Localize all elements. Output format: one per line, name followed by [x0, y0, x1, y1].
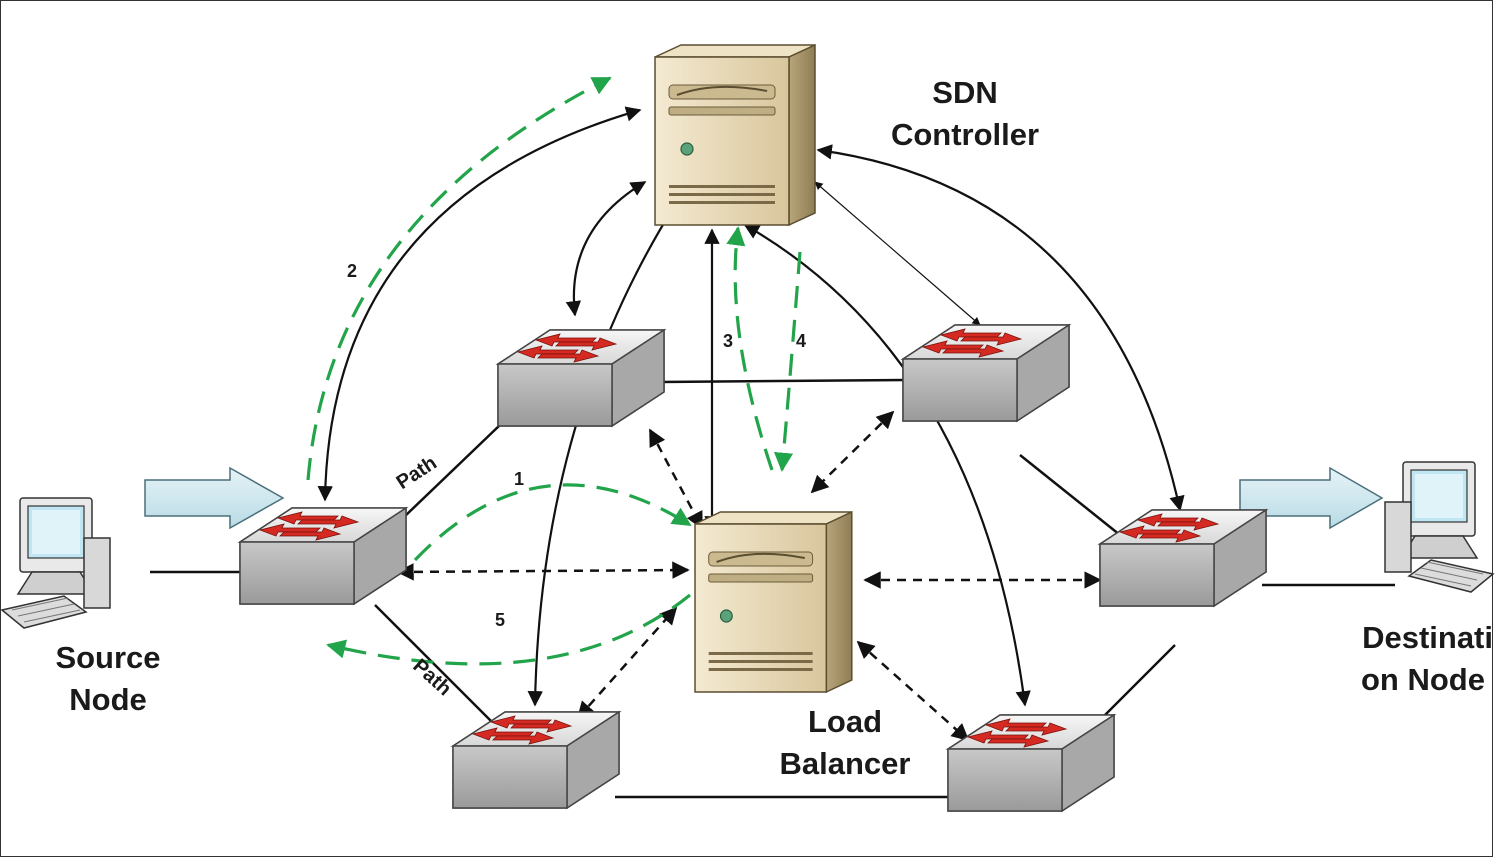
source-node-label-line2: Node — [69, 682, 147, 717]
switch-icon — [239, 507, 407, 605]
step-label-3: 3 — [723, 331, 733, 351]
server-icon — [694, 511, 853, 693]
control-arrow-top-right — [814, 181, 981, 326]
computer-icon — [1384, 461, 1494, 593]
destination-node-computer[interactable] — [1384, 461, 1494, 593]
switch-ingress[interactable] — [239, 507, 407, 605]
control-arrow-egress — [816, 144, 1185, 512]
traffic-in-arrow — [144, 466, 285, 530]
switch-icon — [902, 324, 1070, 422]
switch-icon — [1099, 509, 1267, 607]
destination-node-label-line1: Destinati — [1362, 620, 1493, 655]
source-node-label-line1: Source — [55, 640, 160, 675]
switch-bottom-right[interactable] — [947, 714, 1115, 812]
switch-icon — [452, 711, 620, 809]
switch-bottom-left[interactable] — [452, 711, 620, 809]
step-label-4: 4 — [796, 331, 806, 351]
flow-step-3-return — [726, 226, 774, 471]
server-icon — [654, 44, 816, 226]
source-node-computer[interactable] — [1, 497, 111, 629]
load-balancer-server[interactable] — [694, 511, 853, 693]
control-channels — [317, 106, 1185, 707]
step-flow — [306, 76, 802, 666]
probe-bottom-left — [576, 606, 678, 720]
switch-top-left[interactable] — [497, 329, 665, 427]
switch-icon — [497, 329, 665, 427]
load-balancer-links — [396, 410, 1102, 742]
step-label-1: 1 — [514, 469, 524, 489]
link-top-right-to-egress-switch — [1019, 454, 1121, 536]
flow-step-2 — [306, 76, 612, 481]
flow-step-1 — [413, 483, 692, 562]
traffic-arrow-icon — [144, 466, 285, 530]
switch-icon — [947, 714, 1115, 812]
switch-egress[interactable] — [1099, 509, 1267, 607]
control-arrow-ingress — [317, 106, 642, 502]
flow-step-5 — [326, 593, 692, 666]
probe-bottom-right — [856, 640, 970, 742]
probe-top-left — [648, 428, 704, 530]
control-arrow-bottom-left — [527, 203, 676, 707]
sdn-controller-label-line2: Controller — [891, 117, 1039, 152]
link-top-left-to-top-right-switch — [659, 378, 906, 384]
flow-step-4 — [773, 251, 802, 472]
link-ingress-to-bottom-left-switch — [374, 604, 501, 731]
load-balancer-label-line2: Balancer — [780, 746, 911, 781]
sdn-controller-label-line1: SDN — [932, 75, 997, 110]
computer-icon — [1, 497, 111, 629]
switch-top-right[interactable] — [902, 324, 1070, 422]
load-balancer-label-line1: Load — [808, 704, 882, 739]
destination-node-label-line2: on Node — [1361, 662, 1485, 697]
sdn-controller-server[interactable] — [654, 44, 816, 226]
step-label-5: 5 — [495, 610, 505, 630]
control-arrow-top-left — [565, 181, 647, 317]
step-label-2: 2 — [347, 261, 357, 281]
probe-ingress — [396, 561, 690, 581]
probe-top-right — [810, 410, 895, 494]
